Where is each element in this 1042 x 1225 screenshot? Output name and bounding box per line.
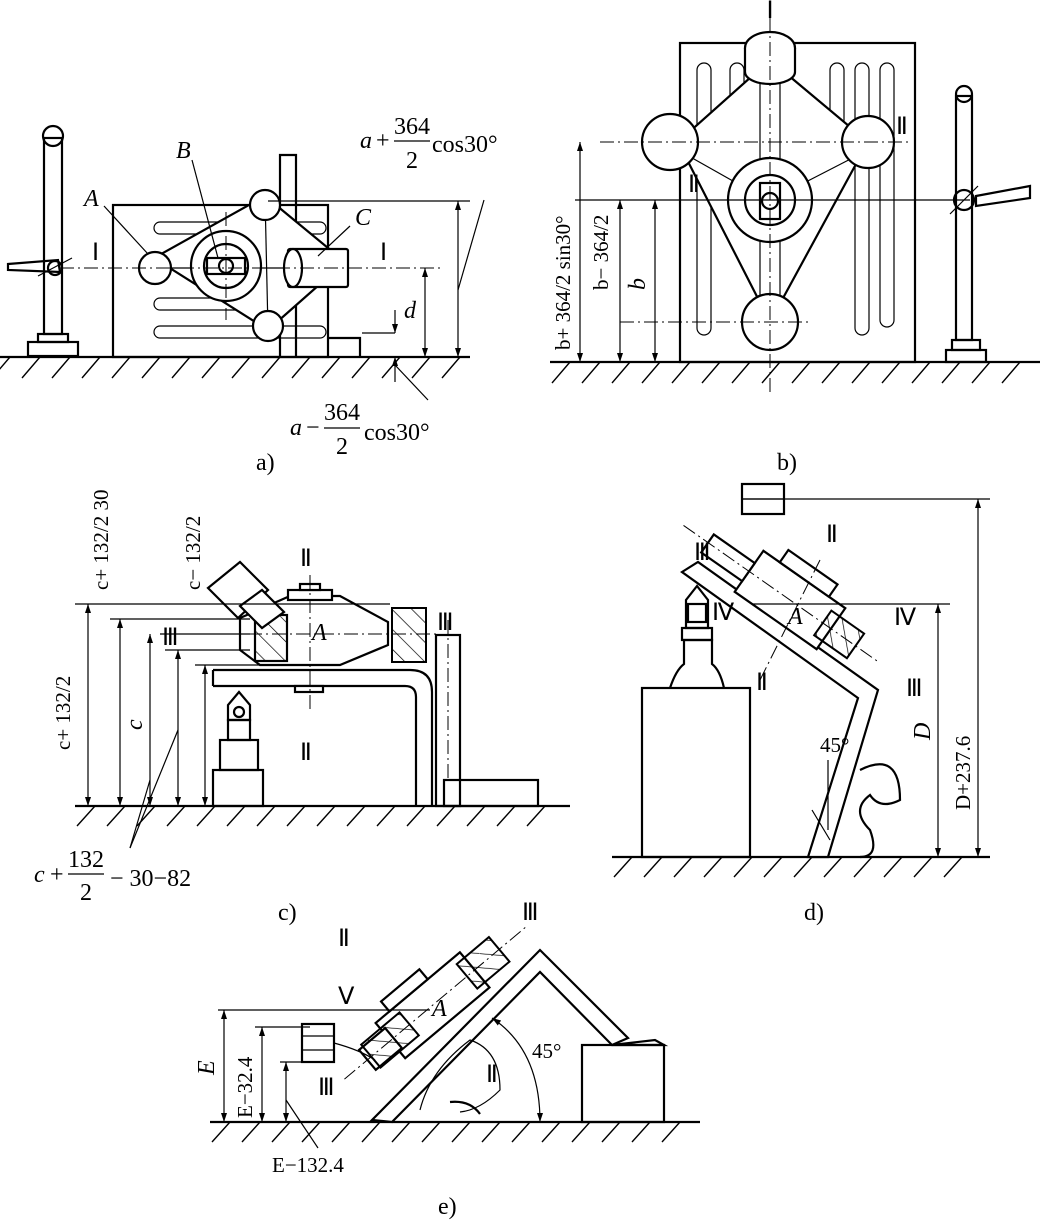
caption-a: a) (256, 450, 275, 476)
ground-hatch (551, 361, 1021, 384)
svg-text:− 30−82: − 30−82 (110, 866, 191, 892)
label-III-top: Ⅲ (522, 900, 539, 926)
label-A: A (82, 186, 99, 212)
label-III-right: Ⅲ (437, 610, 454, 636)
svg-text:+: + (50, 862, 64, 888)
formula-a-minus: a − 364 2 cos30° (290, 400, 430, 460)
panel-d: D D+237.6 Ⅲ Ⅱ Ⅳ Ⅳ A Ⅱ Ⅲ 45° d) (612, 482, 990, 926)
dim-E-minus-32: E−32.4 (233, 1056, 257, 1118)
formula-a-plus: a + 364 2 cos30° (360, 114, 498, 174)
indicator-stand (211, 690, 265, 808)
height-gauge (944, 84, 1032, 364)
label-III-left: Ⅲ (162, 625, 179, 651)
label-II-bottom: Ⅱ (756, 670, 768, 696)
svg-text:cos30°: cos30° (432, 132, 498, 158)
label-II-bottom: Ⅱ (300, 740, 312, 766)
gauge-base (640, 686, 752, 859)
caption-e: e) (438, 1194, 457, 1220)
svg-text:cos30°: cos30° (364, 420, 430, 446)
caption-c: c) (278, 900, 297, 926)
panel-b: Ⅰ Ⅱ Ⅱ b b− 364/2 b+ 364/2 sin30° b) (550, 0, 1040, 476)
svg-text:−: − (306, 415, 320, 441)
svg-text:+: + (376, 128, 390, 154)
height-gauge (6, 124, 80, 358)
label-A: A (310, 620, 327, 646)
label-III-top: Ⅲ (694, 540, 711, 566)
svg-text:364: 364 (394, 114, 430, 140)
label-C: C (355, 205, 372, 231)
label-V: Ⅴ (338, 984, 355, 1010)
svg-text:132: 132 (68, 847, 104, 873)
svg-text:2: 2 (406, 148, 418, 174)
label-IV-left: Ⅳ (712, 600, 734, 626)
angle-45-e: 45° (532, 1039, 561, 1063)
label-II-top: Ⅱ (338, 926, 350, 952)
dim-b-minus: b− 364/2 (589, 215, 613, 290)
label-B: B (176, 138, 191, 164)
label-II-right: Ⅱ (896, 114, 908, 140)
label-b: b (625, 278, 651, 290)
label-c: c (122, 719, 148, 730)
caption-b: b) (777, 450, 797, 476)
dim-b-plus: b+ 364/2 sin30° (551, 215, 575, 350)
dim-c-plus: c+ 132/2 (51, 676, 75, 750)
label-III-left: Ⅲ (318, 1075, 335, 1101)
ground-hatch (613, 856, 963, 878)
angle-45-d: 45° (820, 733, 849, 757)
plate-foot (328, 336, 362, 357)
label-I-left: Ⅰ (92, 240, 99, 266)
label-d: d (404, 298, 417, 324)
svg-text:2: 2 (80, 880, 92, 906)
label-A: A (786, 604, 803, 630)
formula-c-bottom: c + 132 2 − 30−82 (34, 847, 191, 906)
label-A: A (430, 996, 447, 1022)
ground-hatch (211, 1121, 681, 1143)
label-III-right: Ⅲ (906, 676, 923, 702)
label-II-right: Ⅱ (486, 1062, 498, 1088)
label-II-top: Ⅱ (300, 546, 312, 572)
caption-d: d) (804, 900, 824, 926)
label-IV-right: Ⅳ (894, 605, 916, 631)
svg-text:a: a (290, 415, 302, 441)
cap-left (300, 1022, 336, 1064)
indicator (668, 584, 726, 689)
svg-text:364: 364 (324, 400, 360, 426)
svg-text:c: c (34, 862, 45, 888)
dim-E-minus-132: E−132.4 (272, 1153, 344, 1177)
label-I: Ⅰ (766, 0, 773, 24)
angle-plate (678, 41, 917, 364)
panel-c: c+ 132/2 c+ 132/2 30 c c− 132/2 c + 132 … (34, 490, 570, 926)
angle-bracket (211, 668, 434, 806)
label-I-right: Ⅰ (380, 240, 387, 266)
inclined-plate (369, 948, 630, 1124)
panel-e: E E−32.4 E−132.4 45° Ⅱ Ⅲ Ⅴ A Ⅲ Ⅱ e) (194, 900, 700, 1220)
dim-D-plus: D+237.6 (951, 736, 975, 810)
label-II-top: Ⅱ (826, 522, 838, 548)
support-rib (858, 763, 902, 859)
dim-c-minus: c− 132/2 (181, 516, 205, 590)
label-D: D (910, 723, 936, 741)
svg-text:2: 2 (336, 434, 348, 460)
gauge-block (580, 1043, 666, 1124)
panel-a: A B C Ⅰ Ⅰ d a + 364 2 cos30° a − 364 (0, 114, 498, 476)
label-II-left: Ⅱ (688, 172, 700, 198)
label-E: E (194, 1060, 220, 1076)
ground-hatch (0, 356, 461, 379)
ground-hatch (76, 805, 546, 827)
dim-c-plus-30: c+ 132/2 30 (89, 490, 113, 591)
svg-text:a: a (360, 128, 372, 154)
